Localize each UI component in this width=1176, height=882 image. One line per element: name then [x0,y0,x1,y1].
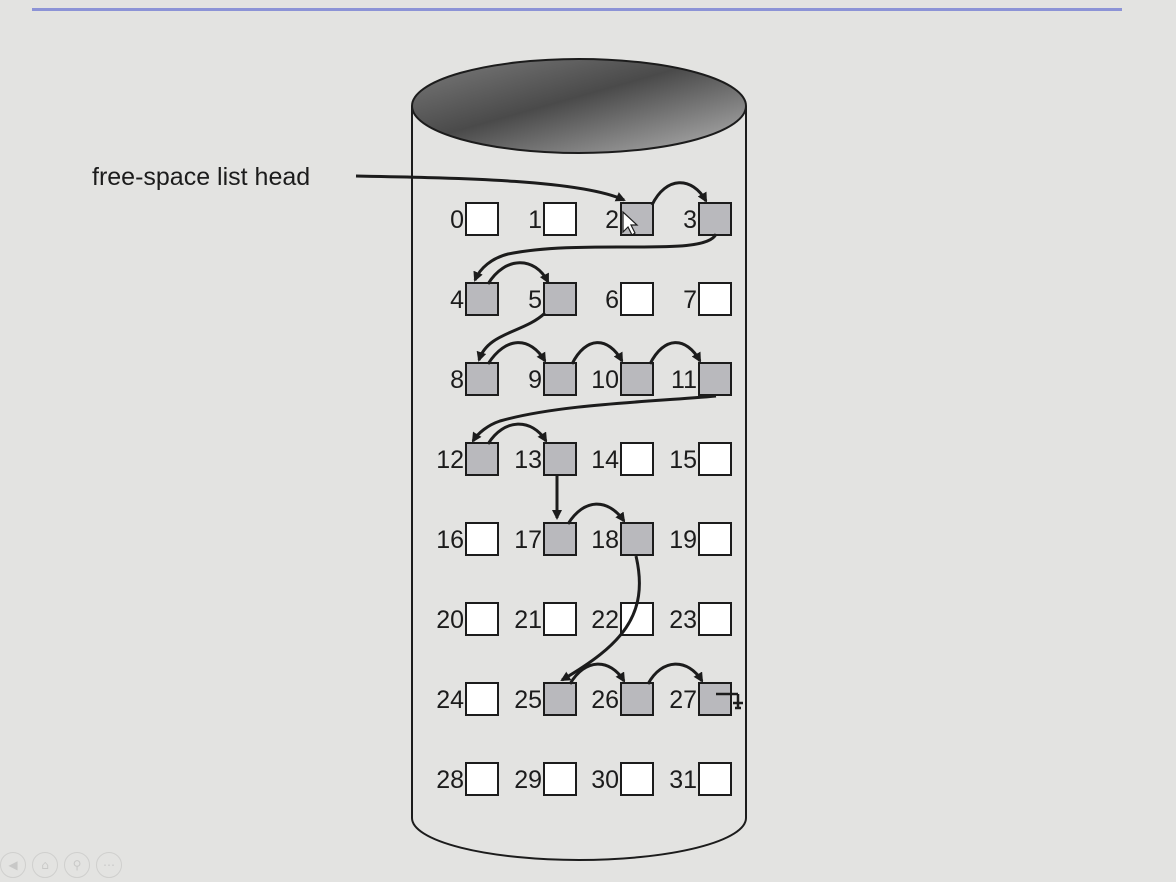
block-number-1: 1 [528,206,542,234]
free-space-list-head-label: free-space list head [92,163,310,191]
link-3-to-4 [473,233,718,282]
block-number-16: 16 [436,526,464,554]
block-7 [698,282,732,316]
block-number-24: 24 [436,686,464,714]
free-block-4 [465,282,499,316]
free-block-12 [465,442,499,476]
block-number-12: 12 [436,446,464,474]
block-28 [465,762,499,796]
free-block-11 [698,362,732,396]
slide-top-rule [32,8,1122,11]
list-end-ground-icon [716,692,743,710]
block-30 [620,762,654,796]
free-block-9 [543,362,577,396]
block-number-31: 31 [669,766,697,794]
block-number-3: 3 [683,206,697,234]
block-number-5: 5 [528,286,542,314]
link-5-to-8 [476,311,547,362]
block-number-19: 19 [669,526,697,554]
link-11-to-12 [471,394,717,443]
block-1 [543,202,577,236]
block-number-30: 30 [591,766,619,794]
free-block-10 [620,362,654,396]
slide-viewer-controls[interactable]: ◀ ⌂ ⚲ ⋯ [0,852,122,878]
free-block-25 [543,682,577,716]
block-number-13: 13 [514,446,542,474]
block-number-20: 20 [436,606,464,634]
block-number-23: 23 [669,606,697,634]
block-number-8: 8 [450,366,464,394]
link-26-to-27 [646,662,704,685]
cursor-arrow-icon [622,210,639,236]
block-number-14: 14 [591,446,619,474]
link-head-to-2 [355,174,626,202]
block-number-27: 27 [669,686,697,714]
zoom-control-icon[interactable]: ⚲ [64,852,90,878]
block-24 [465,682,499,716]
block-29 [543,762,577,796]
block-number-21: 21 [514,606,542,634]
block-number-25: 25 [514,686,542,714]
prev-control-icon[interactable]: ◀ [0,852,26,878]
link-8-to-9 [486,341,547,365]
link-17-to-18 [566,502,626,525]
home-control-icon[interactable]: ⌂ [32,852,58,878]
block-number-26: 26 [591,686,619,714]
free-block-13 [543,442,577,476]
free-block-17 [543,522,577,556]
block-number-28: 28 [436,766,464,794]
more-control-icon[interactable]: ⋯ [96,852,122,878]
block-15 [698,442,732,476]
block-number-18: 18 [591,526,619,554]
block-20 [465,602,499,636]
block-16 [465,522,499,556]
block-number-2: 2 [605,206,619,234]
block-number-10: 10 [591,366,619,394]
block-number-9: 9 [528,366,542,394]
link-9-to-10 [570,341,624,365]
free-block-5 [543,282,577,316]
block-number-11: 11 [671,366,697,394]
link-2-to-3 [650,181,708,206]
block-number-4: 4 [450,286,464,314]
block-19 [698,522,732,556]
block-number-29: 29 [514,766,542,794]
block-number-17: 17 [514,526,542,554]
free-block-27 [698,682,732,716]
free-block-2 [620,202,654,236]
free-list-links [355,174,718,685]
block-number-0: 0 [450,206,464,234]
link-18-to-25 [560,555,641,682]
link-4-to-5 [486,261,550,285]
block-0 [465,202,499,236]
block-number-15: 15 [669,446,697,474]
free-block-26 [620,682,654,716]
link-10-to-11 [648,341,702,365]
free-block-8 [465,362,499,396]
block-21 [543,602,577,636]
block-number-6: 6 [605,286,619,314]
block-number-7: 7 [683,286,697,314]
link-25-to-26 [568,662,626,685]
block-number-22: 22 [591,606,619,634]
cylinder-top [411,58,747,154]
link-12-to-13 [486,422,548,445]
block-14 [620,442,654,476]
free-block-18 [620,522,654,556]
block-31 [698,762,732,796]
block-23 [698,602,732,636]
block-6 [620,282,654,316]
free-block-3 [698,202,732,236]
